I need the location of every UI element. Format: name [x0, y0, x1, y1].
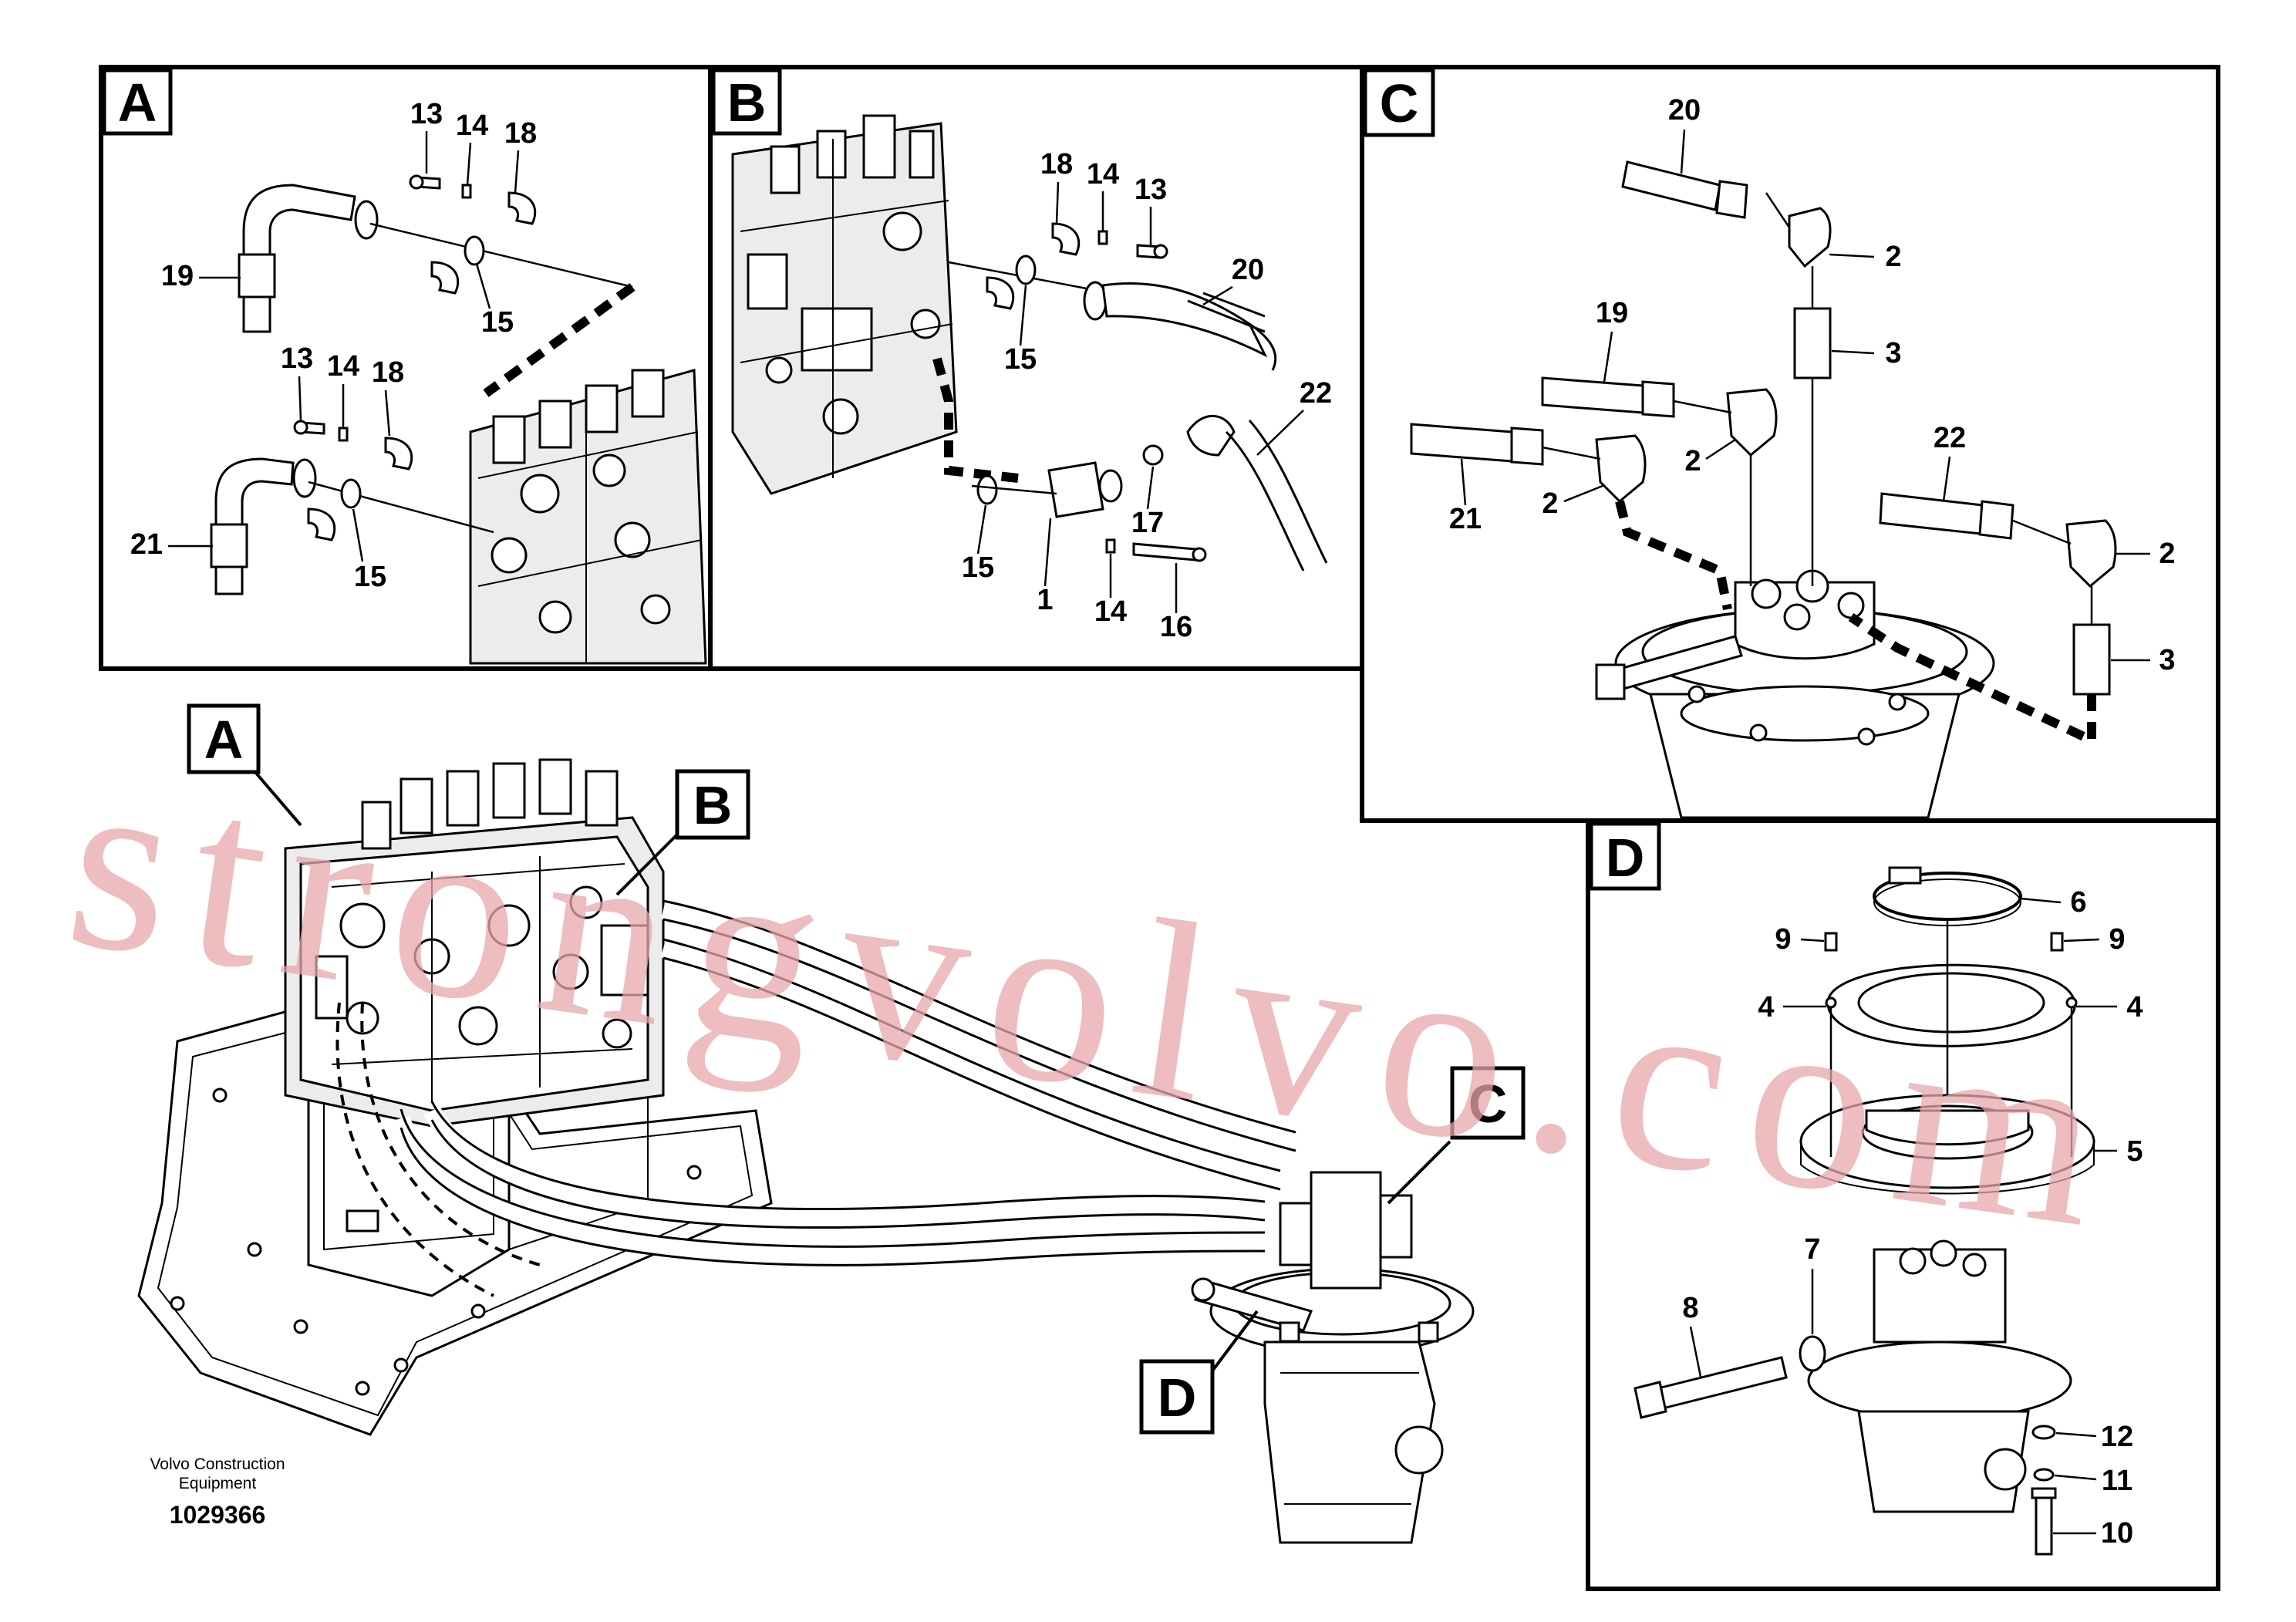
svg-text:18: 18: [504, 117, 537, 150]
svg-text:2: 2: [1684, 445, 1701, 477]
svg-text:20: 20: [1232, 254, 1264, 286]
swivel-joint: [1191, 1171, 1475, 1544]
panel-c-hoses: [1410, 160, 2117, 748]
panel-b-tag: B: [727, 73, 767, 133]
panel-a-valve: [469, 369, 707, 665]
main-control-valve: [284, 758, 665, 1128]
svg-text:14: 14: [1094, 595, 1127, 628]
panel-a-labels: 13 14 18 19 15 13 14 18 21 15: [130, 98, 537, 593]
svg-text:C: C: [1468, 1074, 1508, 1134]
svg-text:1: 1: [1037, 584, 1053, 616]
svg-text:3: 3: [1885, 337, 1901, 369]
svg-text:22: 22: [1300, 377, 1332, 410]
main-assembly: A B C D Volvo Construction Equipment 102…: [137, 703, 1526, 1544]
svg-text:15: 15: [962, 551, 994, 584]
svg-text:12: 12: [2101, 1421, 2133, 1453]
panel-a-hose-19: [242, 184, 356, 333]
svg-text:10: 10: [2101, 1517, 2133, 1549]
panel-b-labels: 18 14 13 20 15 22 17 15 1 14 16: [962, 148, 1332, 643]
main-hoses: [335, 899, 1299, 1297]
panel-a-lower-bolts: [293, 420, 413, 541]
panel-c-tag: C: [1380, 73, 1419, 133]
panel-d-tag-box: [1589, 821, 1661, 891]
svg-text:B: B: [693, 775, 733, 835]
svg-text:21: 21: [1449, 503, 1482, 535]
main-callout-c: C: [1387, 1066, 1526, 1205]
main-callout-b: B: [615, 769, 750, 896]
svg-text:9: 9: [1775, 923, 1791, 956]
svg-text:14: 14: [456, 110, 488, 142]
svg-text:2: 2: [2159, 538, 2175, 570]
svg-text:4: 4: [1758, 991, 1774, 1023]
panel-b-tag-box: [711, 68, 782, 136]
svg-text:3: 3: [2159, 644, 2175, 676]
svg-text:17: 17: [1131, 507, 1164, 539]
svg-text:7: 7: [1804, 1233, 1820, 1266]
panel-a-tag-box: [102, 68, 173, 136]
detail-panel-d: D: [1586, 818, 2220, 1591]
svg-text:D: D: [1158, 1367, 1197, 1428]
main-callout-d: D: [1139, 1310, 1259, 1435]
svg-text:11: 11: [2102, 1465, 2132, 1497]
svg-text:Volvo Construction: Volvo Construction: [150, 1455, 285, 1473]
svg-text:21: 21: [130, 528, 163, 561]
svg-text:6: 6: [2070, 886, 2086, 919]
svg-text:1029366: 1029366: [170, 1501, 266, 1529]
detail-panel-a: A: [99, 65, 713, 671]
svg-text:Equipment: Equipment: [179, 1475, 257, 1492]
svg-text:14: 14: [327, 350, 359, 383]
panel-a-tag: A: [118, 73, 157, 133]
svg-text:15: 15: [1004, 343, 1037, 376]
svg-text:9: 9: [2109, 923, 2125, 956]
svg-text:14: 14: [1087, 158, 1119, 191]
svg-text:4: 4: [2126, 991, 2143, 1023]
panel-b-parts: [971, 222, 1328, 572]
panel-c-tag-box: [1363, 68, 1435, 137]
panel-c-swivel: [1595, 569, 1995, 819]
panel-a-upper-bolts: [409, 174, 537, 295]
svg-text:19: 19: [161, 260, 194, 292]
panel-b-valve: [731, 114, 958, 495]
base-plate-bolts: [170, 1088, 702, 1396]
svg-text:15: 15: [354, 561, 386, 593]
svg-text:19: 19: [1596, 297, 1628, 329]
svg-text:2: 2: [1542, 487, 1558, 520]
detail-panel-c: C: [1360, 65, 2220, 823]
panel-d-tag: D: [1606, 828, 1645, 888]
title-block: Volvo Construction Equipment 1029366: [150, 1455, 285, 1529]
panel-d-labels: 6 9 9 4 4 5 7 8 12 11 10: [1682, 886, 2143, 1549]
detail-panel-b: B: [708, 65, 1364, 671]
svg-text:18: 18: [372, 356, 404, 389]
svg-text:13: 13: [281, 342, 313, 375]
main-callout-a: A: [187, 703, 302, 827]
svg-text:16: 16: [1160, 611, 1192, 643]
svg-text:A: A: [204, 710, 244, 770]
svg-text:2: 2: [1885, 241, 1901, 273]
svg-text:5: 5: [2126, 1135, 2143, 1168]
svg-text:13: 13: [410, 98, 443, 130]
svg-text:20: 20: [1668, 94, 1701, 126]
svg-text:18: 18: [1040, 148, 1073, 180]
svg-text:22: 22: [1934, 422, 1966, 454]
svg-text:15: 15: [481, 306, 514, 339]
panel-c-labels: 20 2 3 19 2 21 2 22 2 3: [1449, 94, 2176, 676]
panel-d-parts: [1633, 866, 2095, 1556]
svg-text:8: 8: [1682, 1292, 1698, 1324]
svg-text:13: 13: [1135, 174, 1167, 206]
